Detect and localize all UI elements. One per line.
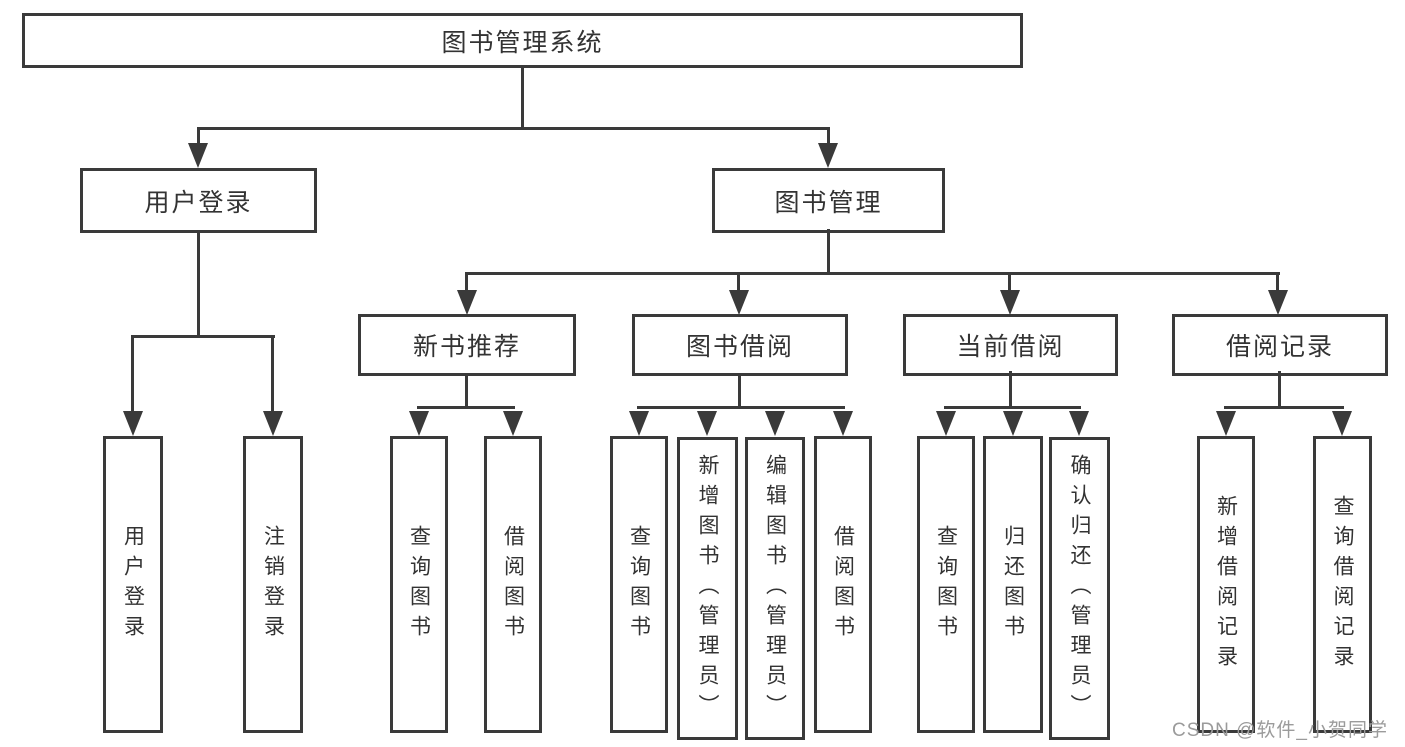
node-current-borrow: 当前借阅	[903, 314, 1118, 376]
connector-stem-new-book	[465, 272, 468, 294]
arrow-to-leaf-return-books	[1003, 411, 1023, 436]
leaf-logout-label: 注销登录	[261, 524, 285, 645]
leaf-query-books-3-label: 查询图书	[934, 524, 958, 645]
leaf-return-books-label: 归还图书	[1001, 524, 1025, 645]
leaf-confirm-return-admin: 确认归还（管理员）	[1049, 437, 1110, 740]
leaf-query-books-1: 查询图书	[390, 436, 448, 733]
node-library-system: 图书管理系统	[22, 13, 1023, 68]
node-library-system-label: 图书管理系统	[441, 28, 604, 57]
connector-rail-book-borrow	[637, 406, 845, 409]
arrow-to-user-login-group	[188, 143, 208, 168]
leaf-query-books-3: 查询图书	[917, 436, 975, 733]
connector-stem-current-borrow	[1008, 272, 1011, 294]
arrow-to-borrow-records	[1268, 290, 1288, 315]
connector-rail-level3	[465, 272, 1280, 275]
node-book-management: 图书管理	[712, 168, 945, 233]
connector-stem-user-login	[197, 127, 200, 148]
arrow-to-leaf-borrow-books-1	[503, 411, 523, 436]
leaf-add-books-admin-label: 新增图书（管理员）	[696, 453, 719, 724]
leaf-query-books-2-label: 查询图书	[627, 524, 651, 645]
connector-rail-user-login	[131, 335, 275, 338]
arrow-to-leaf-user-login	[123, 411, 143, 436]
node-borrow-records-label: 借阅记录	[1225, 333, 1334, 361]
arrow-to-current-borrow	[1000, 290, 1020, 315]
connector-rail-borrow-records	[1224, 406, 1344, 409]
arrow-to-leaf-query-borrow-record	[1332, 411, 1352, 436]
connector-rail-new-book	[417, 406, 515, 409]
node-new-book-recommend-label: 新书推荐	[412, 333, 521, 361]
connector-stem-book-mgmt	[827, 127, 830, 148]
leaf-query-books-2: 查询图书	[610, 436, 668, 733]
node-borrow-records: 借阅记录	[1172, 314, 1388, 376]
arrow-to-leaf-borrow-books-2	[833, 411, 853, 436]
connector-current-borrow-stub	[1009, 371, 1012, 409]
connector-rail-level2	[197, 127, 830, 130]
connector-rail-current-borrow	[944, 406, 1081, 409]
connector-book-mgmt-stub	[827, 229, 830, 275]
connector-new-book-stub	[465, 373, 468, 409]
arrow-to-book-borrow	[729, 290, 749, 315]
arrow-to-leaf-add-borrow-record	[1216, 411, 1236, 436]
connector-stem-leaf-user-login	[131, 335, 134, 413]
arrow-to-leaf-query-books-3	[936, 411, 956, 436]
arrow-to-leaf-query-books-2	[629, 411, 649, 436]
leaf-user-login-label: 用户登录	[121, 524, 145, 645]
leaf-user-login: 用户登录	[103, 436, 163, 733]
leaf-add-books-admin: 新增图书（管理员）	[677, 437, 738, 740]
leaf-borrow-books-2: 借阅图书	[814, 436, 872, 733]
arrow-to-leaf-confirm-return	[1069, 411, 1089, 436]
node-current-borrow-label: 当前借阅	[956, 333, 1065, 361]
leaf-add-borrow-record: 新增借阅记录	[1197, 436, 1255, 733]
leaf-query-borrow-record-label: 查询借阅记录	[1331, 494, 1354, 675]
arrow-to-leaf-logout	[263, 411, 283, 436]
watermark: CSDN @软件_小贺同学	[1172, 720, 1388, 741]
leaf-confirm-return-admin-label: 确认归还（管理员）	[1068, 453, 1091, 724]
leaf-logout: 注销登录	[243, 436, 303, 733]
leaf-query-books-1-label: 查询图书	[407, 524, 431, 645]
node-book-borrow-label: 图书借阅	[685, 333, 794, 361]
leaf-return-books: 归还图书	[983, 436, 1043, 733]
node-user-login-group-label: 用户登录	[144, 188, 253, 217]
connector-stem-leaf-logout	[271, 335, 274, 413]
connector-borrow-records-stub	[1278, 371, 1281, 409]
leaf-borrow-books-2-label: 借阅图书	[831, 524, 855, 645]
arrow-to-leaf-query-books-1	[409, 411, 429, 436]
arrow-to-leaf-add-books	[697, 411, 717, 436]
node-user-login-group: 用户登录	[80, 168, 317, 233]
connector-stem-borrow-records	[1276, 272, 1279, 294]
connector-book-borrow-stub	[738, 373, 741, 409]
leaf-query-borrow-record: 查询借阅记录	[1313, 436, 1372, 733]
connector-user-login-stub	[197, 231, 200, 338]
connector-stem-book-borrow	[737, 272, 740, 294]
leaf-edit-books-admin: 编辑图书（管理员）	[745, 437, 805, 740]
leaf-borrow-books-1-label: 借阅图书	[501, 524, 525, 645]
connector-root-stub	[521, 68, 524, 130]
node-book-management-label: 图书管理	[774, 188, 883, 217]
arrow-to-leaf-edit-books	[765, 411, 785, 436]
arrow-to-book-management	[818, 143, 838, 168]
leaf-add-borrow-record-label: 新增借阅记录	[1214, 494, 1238, 675]
node-book-borrow: 图书借阅	[632, 314, 848, 376]
leaf-edit-books-admin-label: 编辑图书（管理员）	[763, 453, 787, 724]
node-new-book-recommend: 新书推荐	[358, 314, 576, 376]
arrow-to-new-book-recommend	[457, 290, 477, 315]
leaf-borrow-books-1: 借阅图书	[484, 436, 542, 733]
